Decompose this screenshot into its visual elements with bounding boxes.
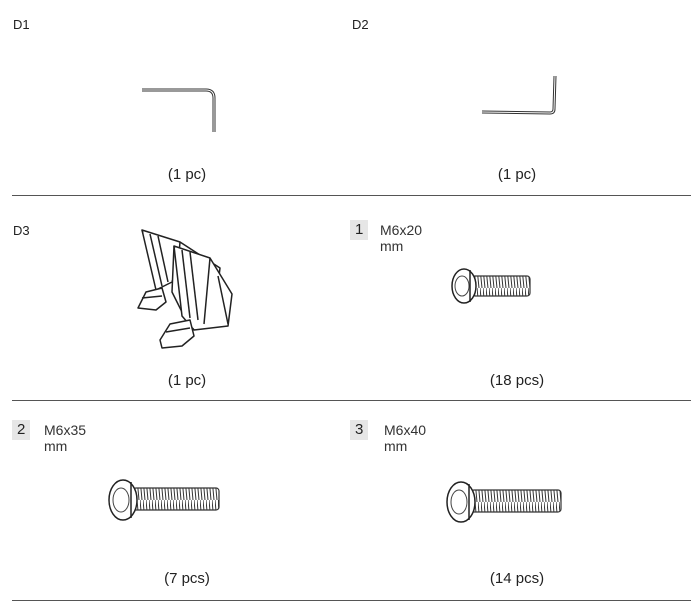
part-quantity: (18 pcs): [489, 372, 545, 389]
part-quantity: (7 pcs): [164, 570, 210, 587]
part-size: M6x20 mm: [380, 222, 423, 254]
part-quantity: (1 pc): [167, 372, 207, 389]
bolt-icon: [451, 268, 531, 304]
part-size: M6x35 mm: [44, 422, 87, 454]
part-number-badge: 2: [12, 420, 31, 440]
section-divider: [12, 600, 691, 601]
bolt-icon: [446, 481, 562, 523]
part-quantity: (14 pcs): [489, 570, 545, 587]
part-size: M6x40 mm: [384, 422, 427, 454]
part-label: D1: [13, 17, 30, 32]
allen-key-icon: [481, 75, 557, 115]
part-number-badge: 3: [350, 420, 369, 440]
allen-key-icon: [142, 88, 216, 132]
part-label: D2: [352, 17, 369, 32]
section-divider: [12, 400, 691, 401]
part-number-badge: 1: [350, 220, 369, 240]
part-quantity: (1 pc): [497, 166, 537, 183]
bolt-icon: [108, 479, 220, 521]
part-label: D3: [13, 223, 30, 238]
section-divider: [12, 195, 691, 196]
furniture-leveling-pads-icon: [137, 229, 233, 349]
part-quantity: (1 pc): [167, 166, 207, 183]
